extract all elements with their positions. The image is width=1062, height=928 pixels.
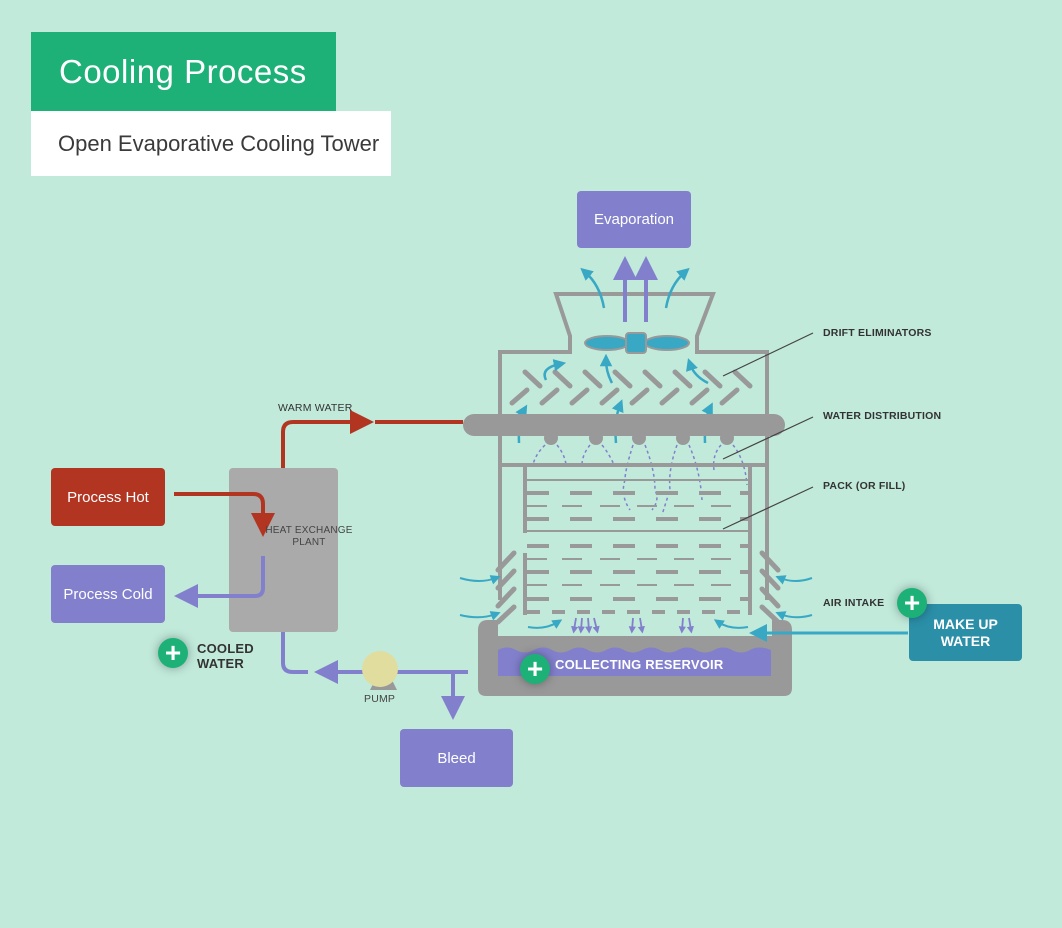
air-exhaust-arrows (580, 267, 690, 309)
collecting-reservoir-label: COLLECTING RESERVOIR (555, 657, 724, 672)
page-title: Cooling Process (31, 32, 336, 111)
drift-eliminators-label: DRIFT ELIMINATORS (823, 327, 932, 339)
label-pointers (722, 332, 814, 530)
water-distribution-pipe (463, 414, 785, 445)
cooled-water-label: COOLED WATER (197, 641, 254, 671)
process-hot-node: Process Hot (51, 468, 165, 526)
warm-water-line (281, 410, 463, 468)
evaporation-node: Evaporation (577, 191, 691, 248)
air-intake-louvers (495, 550, 781, 625)
pack-fill-dashes (527, 491, 750, 614)
air-intake-arrows (459, 575, 813, 629)
water-distribution-label: WATER DISTRIBUTION (823, 410, 942, 422)
page-subtitle: Open Evaporative Cooling Tower (31, 111, 391, 176)
make-up-water-node: MAKE UP WATER (909, 604, 1022, 661)
pump-icon (362, 651, 398, 690)
warm-water-label: WARM WATER (278, 402, 353, 414)
water-drip-arrows (571, 617, 694, 634)
tower-shell (498, 292, 769, 600)
pack-label: PACK (OR FILL) (823, 480, 906, 492)
heat-exchange-label: HEAT EXCHANGE PLANT (265, 525, 353, 548)
collecting-reservoir (478, 620, 792, 696)
fan-icon (584, 332, 690, 354)
process-cold-node: Process Cold (51, 565, 165, 623)
pack-fill (502, 463, 765, 615)
make-up-water-plus-icon[interactable]: + (897, 588, 927, 618)
process-hot-line (174, 492, 275, 537)
pump-label: PUMP (364, 693, 396, 705)
drift-eliminators (509, 369, 753, 406)
evaporation-arrows (613, 256, 658, 322)
process-cold-line (174, 556, 265, 608)
reservoir-plus-icon[interactable]: + (520, 654, 550, 684)
air-intake-label: AIR INTAKE (823, 597, 885, 609)
cooled-water-plus-icon[interactable]: + (158, 638, 188, 668)
bleed-node: Bleed (400, 729, 513, 787)
heat-exchange-plant (229, 468, 338, 632)
